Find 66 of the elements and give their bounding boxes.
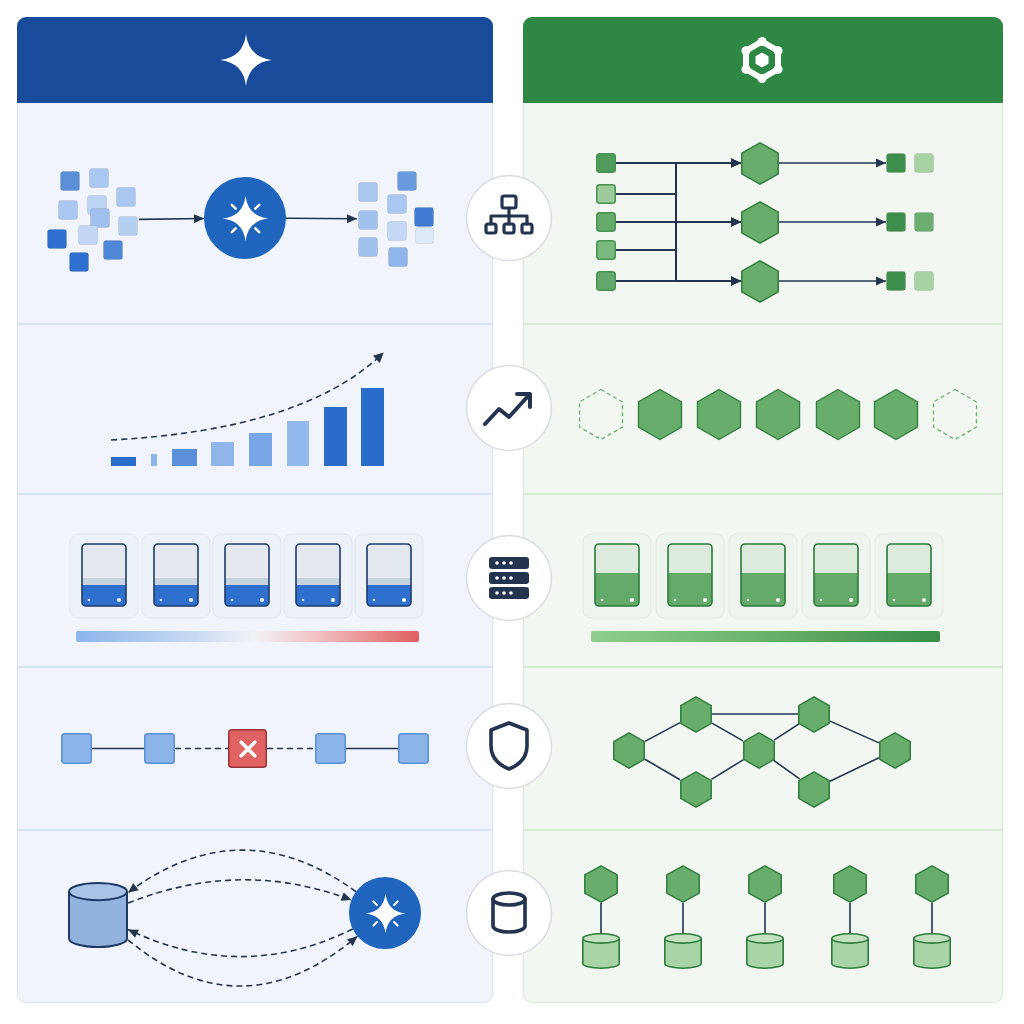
square-node: [315, 733, 346, 764]
circle-node: [349, 877, 421, 949]
square-cluster: [46, 167, 139, 273]
cylinder-node: [913, 933, 951, 969]
connector-line: [711, 713, 799, 715]
dashed-arrow: [127, 849, 357, 894]
connector-line: [829, 720, 880, 744]
hexagon-node: [833, 865, 867, 903]
cylinder-node: [664, 933, 702, 969]
arrow: [138, 214, 205, 224]
connector-line: [773, 723, 800, 741]
hexagon-node: [798, 695, 830, 733]
connector-line: [829, 756, 880, 783]
dashed-arrow: [127, 928, 354, 958]
hexagon-node: [741, 141, 779, 185]
hexagon-node: [748, 865, 782, 903]
hexagon-node: [741, 259, 779, 303]
hexagon-node: [680, 695, 712, 733]
hexagon-node: [741, 200, 779, 244]
hexagon-node: [743, 731, 775, 769]
cylinder-node: [831, 933, 869, 969]
connector-line: [931, 902, 933, 934]
connector-line: [764, 902, 766, 934]
cylinder-node: [746, 933, 784, 969]
hexagon-node: [584, 865, 618, 903]
connector-line: [600, 902, 602, 934]
square-cluster: [357, 170, 435, 268]
connector-line: [644, 721, 681, 743]
square-node: [144, 733, 175, 764]
arrow: [615, 276, 742, 286]
square-pair: [886, 271, 934, 291]
square-node: [61, 733, 92, 764]
connector-line: [91, 747, 145, 750]
hexagon-node: [613, 731, 645, 769]
square-pair: [886, 212, 934, 232]
square-node: [228, 729, 267, 768]
square-node: [596, 271, 616, 291]
square-node: [596, 240, 616, 260]
arrow: [285, 214, 358, 224]
dashed-arrow: [127, 879, 353, 904]
connector-line: [710, 758, 745, 781]
hexagon-node: [680, 770, 712, 808]
dashed-arrow: [127, 935, 359, 987]
connector-line: [345, 747, 399, 750]
dashed-line: [174, 747, 229, 750]
arrow: [778, 276, 887, 286]
square-node: [398, 733, 429, 764]
dashed-line: [266, 747, 316, 750]
square-node: [596, 184, 616, 204]
connector-line: [682, 902, 684, 934]
connector-line: [849, 902, 851, 934]
square-pair: [886, 153, 934, 173]
hexagon-node: [879, 731, 911, 769]
hexagon-node: [915, 865, 949, 903]
square-node: [596, 153, 616, 173]
cylinder-node: [582, 933, 620, 969]
arrow: [778, 158, 887, 168]
connector-line: [711, 722, 744, 742]
connector-line: [772, 759, 801, 780]
arrow: [778, 217, 887, 227]
hexagon-node: [666, 865, 700, 903]
square-node: [596, 212, 616, 232]
cylinder-node: [68, 882, 128, 948]
circle-node: [204, 177, 286, 259]
connector-line: [644, 758, 681, 781]
hexagon-node: [798, 770, 830, 808]
